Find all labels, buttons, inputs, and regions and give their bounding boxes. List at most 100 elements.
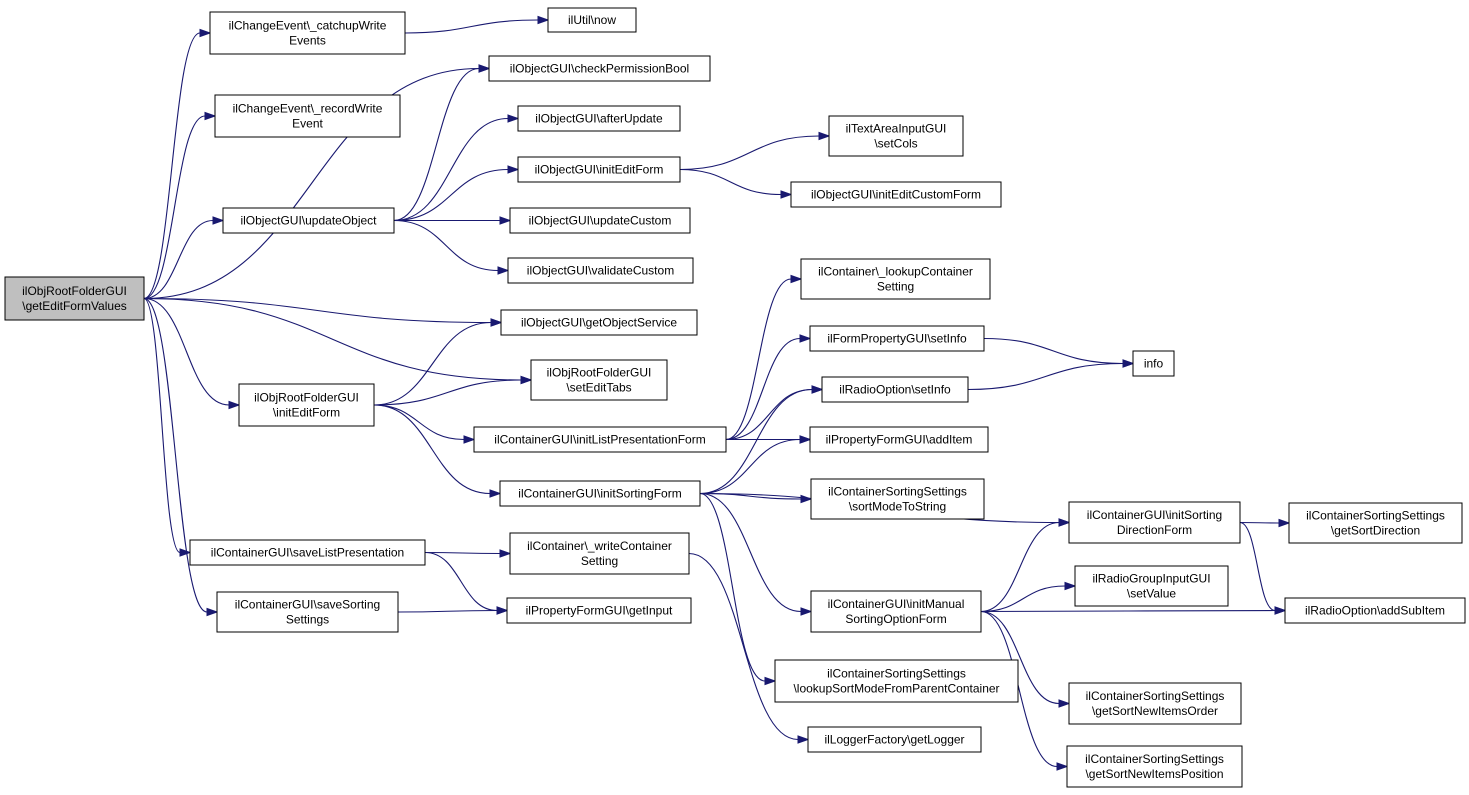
node-additem[interactable]: ilPropertyFormGUI\addItem [809,426,989,453]
node-getsortdirection[interactable]: ilContainerSortingSettings\getSortDirect… [1288,502,1463,544]
arrowhead-icon [179,548,192,557]
node-box [810,478,985,520]
node-info[interactable]: info [1132,350,1175,377]
edge-line [699,492,766,682]
edge-root-to-catchup [143,28,212,300]
arrowhead-icon [1278,518,1291,528]
edge-line [980,610,1060,705]
node-getinput[interactable]: ilPropertyFormGUI\getInput [506,597,692,624]
node-box [1132,350,1175,377]
node-getlogger[interactable]: ilLoggerFactory\getLogger [807,726,982,753]
edge-initmanual-to-initsortingdir [980,518,1071,613]
node-lookupsortmode[interactable]: ilContainerSortingSettings\lookupSortMod… [774,659,1019,703]
edge-line [699,438,801,495]
node-sortmodetostring[interactable]: ilContainerSortingSettings\sortModeToStr… [810,478,985,520]
node-label: \sortModeToString [849,500,946,514]
edge-savesorting-to-getinput [397,606,509,615]
arrowhead-icon [764,676,777,686]
node-box [517,105,681,132]
arrowhead-icon [799,334,812,343]
node-getsortnewitemsorder[interactable]: ilContainerSortingSettings\getSortNewIte… [1068,682,1242,725]
node-now[interactable]: ilUtil\now [547,7,637,33]
edge-line [373,321,492,406]
node-getsortnewitemsposition[interactable]: ilContainerSortingSettings\getSortNewIte… [1066,745,1243,788]
arrowhead-icon [797,735,810,744]
node-radiogroupsetvalue[interactable]: ilRadioGroupInputGUI\setValue [1074,565,1229,607]
node-afterupdate[interactable]: ilObjectGUI\afterUpdate [517,105,681,132]
edge-initlistpres-to-formpropsetinfo [725,334,812,441]
edge-catchup-to-now [404,15,550,34]
edge-line [143,297,492,324]
node-updatecustom[interactable]: ilObjectGUI\updateCustom [509,207,691,234]
edge-line [373,404,491,495]
edge-rootiniteditform-to-initsortingform [373,404,502,498]
arrowhead-icon [1064,581,1077,591]
node-label: ilContainerSortingSettings [1085,752,1224,766]
edge-root-to-updateobject [143,216,225,300]
node-updateobject[interactable]: ilObjectGUI\updateObject [222,207,395,234]
node-initmanual[interactable]: ilContainerGUI\initManualSortingOptionFo… [810,590,982,633]
arrowhead-icon [204,111,217,121]
edge-root-to-savesorting [143,297,219,617]
node-addsubitem[interactable]: ilRadioOption\addSubItem [1284,597,1466,624]
node-box [506,597,692,624]
arrowhead-icon [489,489,502,498]
edge-savelistpres-to-writecontainer [424,549,512,558]
node-initlistpres[interactable]: ilContainerGUI\initListPresentationForm [473,426,727,453]
node-rootiniteditform[interactable]: ilObjRootFolderGUI\initEditForm [238,383,375,427]
edge-line [143,67,480,300]
node-initeditcustom[interactable]: ilObjectGUI\initEditCustomForm [790,181,1002,208]
node-label: \initEditForm [273,406,340,420]
node-label: \getSortDirection [1331,524,1420,538]
node-box [488,55,711,82]
node-initeditform[interactable]: ilObjectGUI\initEditForm [517,156,681,183]
node-box [828,115,964,157]
node-label: ilObjectGUI\initEditCustomForm [811,188,981,202]
arrowhead-icon [520,375,533,385]
edge-initsortingdir-to-getsortdirection [1239,518,1291,528]
arrowhead-icon [811,385,824,394]
node-root[interactable]: ilObjRootFolderGUI\getEditFormValues [4,276,145,321]
edge-line [143,115,206,300]
node-savelistpres[interactable]: ilContainerGUI\saveListPresentation [189,539,426,566]
node-box [809,325,985,352]
edge-line [699,492,802,613]
edge-line [983,337,1124,365]
node-setcols[interactable]: ilTextAreaInputGUI\setCols [828,115,964,157]
edge-initmanual-to-getsortnewitemsposition [980,610,1069,771]
arrowhead-icon [478,64,491,73]
arrowhead-icon [818,131,831,141]
arrowhead-icon [799,435,812,444]
node-box [1068,682,1242,725]
node-label: ilRadioOption\addSubItem [1305,604,1445,618]
edge-radiosetinfo-to-info [967,359,1135,391]
edge-writecontainer-to-getlogger [688,552,810,744]
arrowhead-icon [1056,762,1069,771]
node-initsortingform[interactable]: ilContainerGUI\initSortingForm [499,480,701,507]
node-label: ilObjectGUI\validateCustom [527,264,674,278]
node-radiosetinfo[interactable]: ilRadioOption\setInfo [821,376,969,403]
node-label: ilRadioOption\setInfo [839,383,951,397]
edge-line [424,551,501,555]
arrowhead-icon [1058,699,1071,708]
node-validatecustom[interactable]: ilObjectGUI\validateCustom [507,257,694,284]
arrowhead-icon [463,435,476,444]
node-label: ilContainerSortingSettings [827,667,966,681]
node-checkperm[interactable]: ilObjectGUI\checkPermissionBool [488,55,711,82]
node-setedittabs[interactable]: ilObjRootFolderGUI\setEditTabs [530,359,668,401]
node-label: ilContainerGUI\initListPresentationForm [494,433,705,447]
node-box [774,659,1019,703]
node-getobjectservice[interactable]: ilObjectGUI\getObjectService [500,309,698,336]
arrowhead-icon [1058,518,1071,527]
edge-initeditform-to-initeditcustom [679,168,793,199]
edge-line [980,609,1276,613]
node-formpropsetinfo[interactable]: ilFormPropertyGUI\setInfo [809,325,985,352]
node-box [517,156,681,183]
node-box [530,359,668,401]
